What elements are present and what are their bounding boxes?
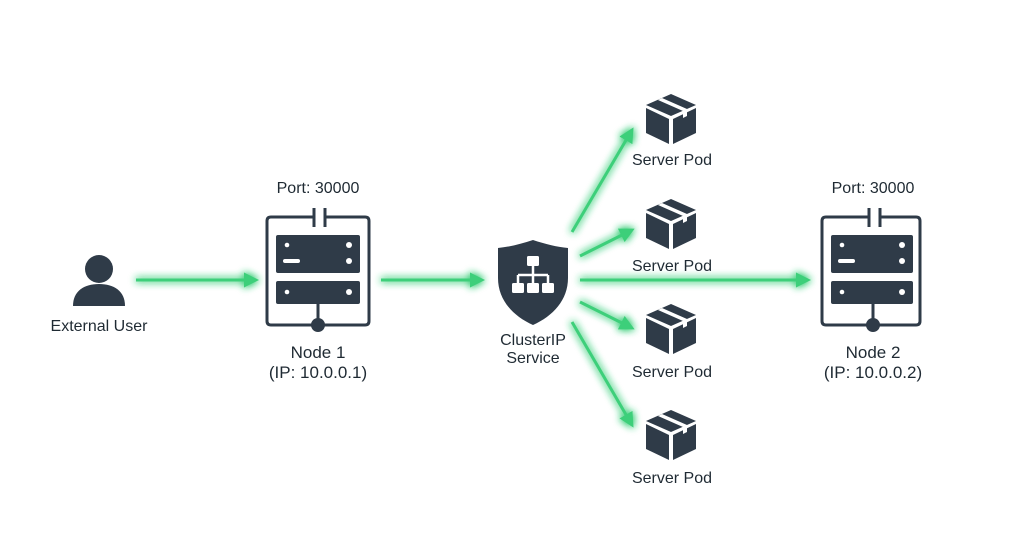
edge-service-to-pod3 bbox=[579, 300, 635, 330]
edge-service-to-pod1 bbox=[570, 127, 634, 233]
edge-service-to-pod2 bbox=[579, 228, 635, 258]
pod-label: Server Pod bbox=[631, 258, 713, 275]
pod-label: Server Pod bbox=[631, 364, 713, 381]
package-box-icon bbox=[646, 304, 696, 354]
service-label-line1: ClusterIP bbox=[500, 332, 566, 349]
edges bbox=[136, 127, 811, 428]
package-box-icon bbox=[646, 94, 696, 144]
pods-group bbox=[646, 94, 696, 460]
node2-name-label: Node 2 bbox=[845, 343, 901, 362]
edge-service-to-pod4 bbox=[570, 321, 634, 428]
pod-label: Server Pod bbox=[631, 470, 713, 487]
node2-ip-label: (IP: 10.0.0.2) bbox=[823, 363, 923, 382]
package-box-icon bbox=[646, 199, 696, 249]
pod-label: Server Pod bbox=[631, 152, 713, 169]
node1-ip-label: (IP: 10.0.0.1) bbox=[268, 363, 368, 382]
node1-name-label: Node 1 bbox=[290, 343, 346, 362]
user-icon bbox=[73, 255, 125, 306]
package-box-icon bbox=[646, 410, 696, 460]
server-rack-icon bbox=[820, 208, 922, 332]
shield-network-icon bbox=[498, 240, 568, 325]
node2-port-label: Port: 30000 bbox=[831, 180, 915, 197]
node1-port-label: Port: 30000 bbox=[276, 180, 360, 197]
server-rack-icon bbox=[265, 208, 371, 332]
external-user-label: External User bbox=[50, 318, 148, 335]
service-label-line2: Service bbox=[506, 350, 560, 367]
